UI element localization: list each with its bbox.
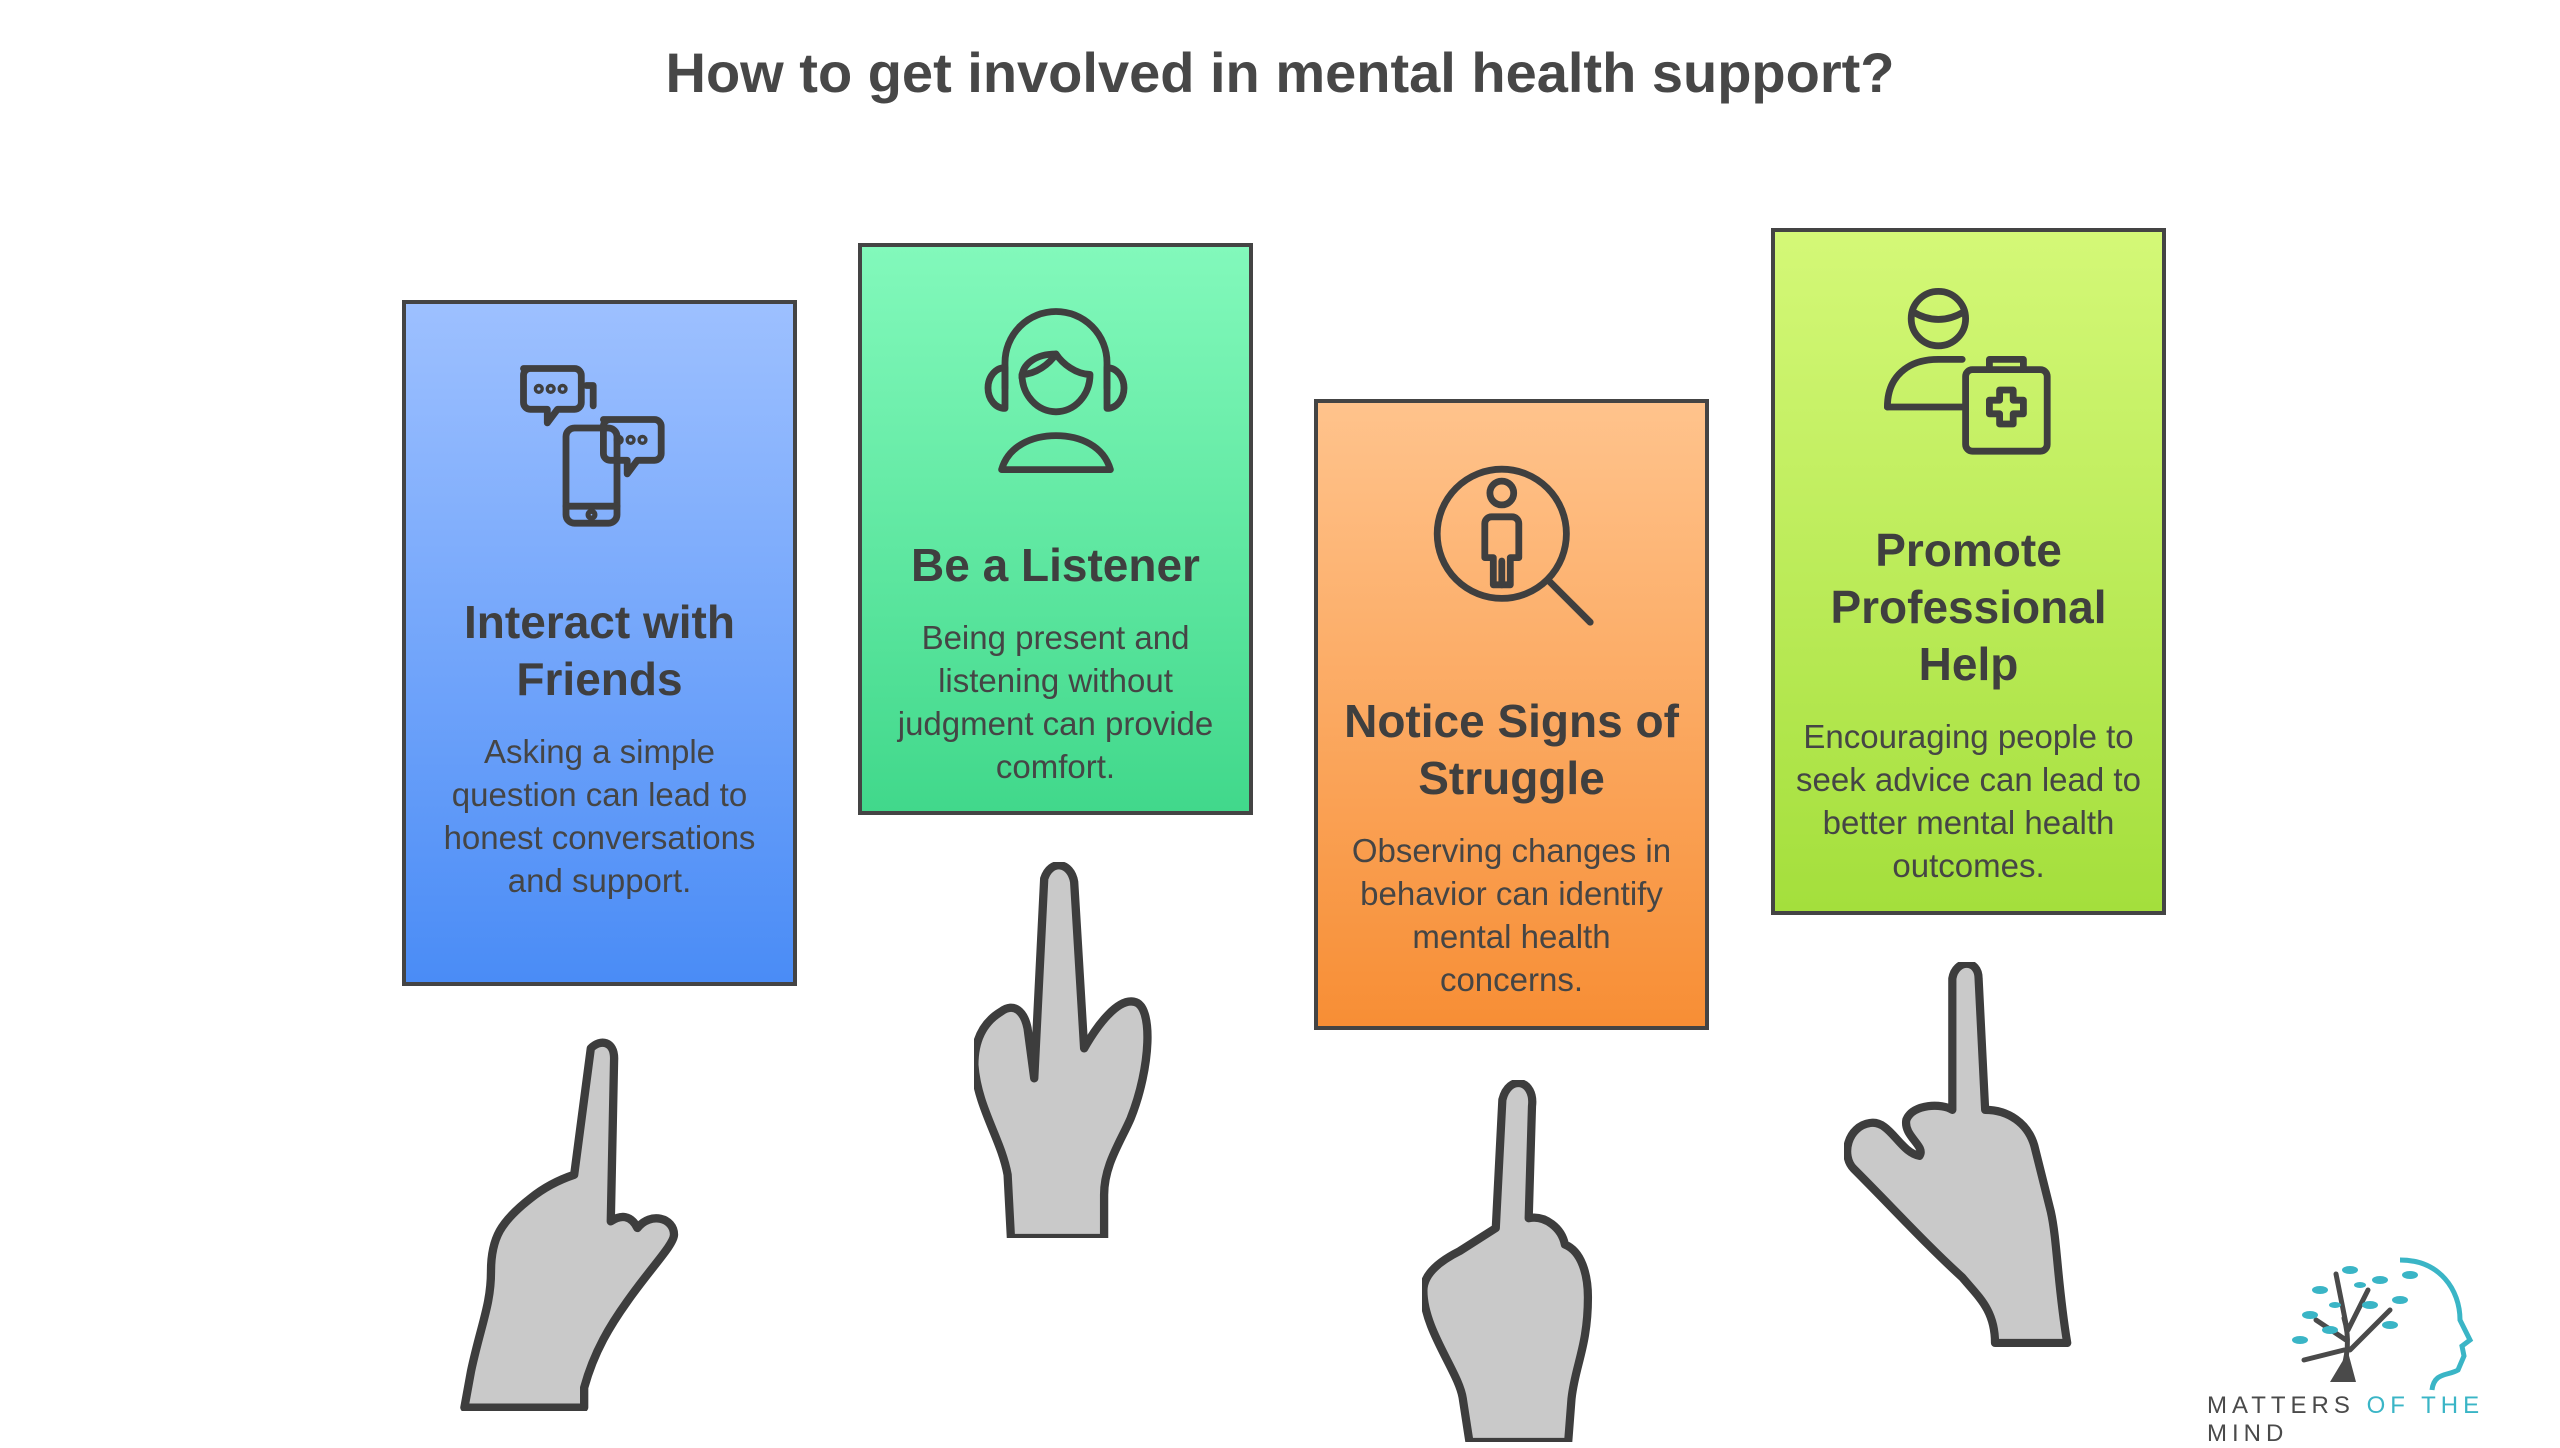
logo-text-2: OF THE — [2366, 1392, 2485, 1419]
person-medical-kit-icon — [1883, 288, 2051, 455]
card-title: Promote Professional Help — [1830, 524, 2107, 690]
card-title: Interact with Friends — [464, 596, 735, 705]
card-body: Observing changes in behavior can identi… — [1351, 832, 1672, 998]
page-title: How to get involved in mental health sup… — [665, 41, 1895, 104]
pointing-hand-icon — [1422, 1080, 1593, 1442]
card-body: Asking a simple question can lead to hon… — [443, 733, 756, 899]
card-title: Be a Listener — [911, 539, 1200, 591]
headphones-listener-icon — [984, 308, 1127, 473]
card-title: Notice Signs of Struggle — [1344, 695, 1679, 804]
card-notice-signs-of-struggle: Notice Signs of Struggle Observing chang… — [1314, 399, 1709, 1030]
logo-text-1: MATTERS — [2207, 1392, 2367, 1419]
card-interact-with-friends: Interact with Friends Asking a simple qu… — [402, 300, 797, 986]
card-be-a-listener: Be a Listener Being present and listenin… — [858, 243, 1253, 815]
logo-text-3: MIND — [2207, 1420, 2289, 1447]
person-magnifier-icon — [1433, 465, 1594, 626]
chat-phone-icon — [519, 365, 665, 527]
pointing-hand-icon — [1844, 962, 2072, 1348]
card-body: Encouraging people to seek advice can le… — [1796, 718, 2141, 884]
pointing-hand-icon — [460, 1038, 679, 1411]
card-promote-professional-help: Promote Professional Help Encouraging pe… — [1771, 228, 2166, 915]
pointing-hand-icon — [974, 862, 1152, 1238]
matters-of-the-mind-logo — [2292, 1257, 2474, 1391]
card-body: Being present and listening without judg… — [897, 619, 1214, 785]
